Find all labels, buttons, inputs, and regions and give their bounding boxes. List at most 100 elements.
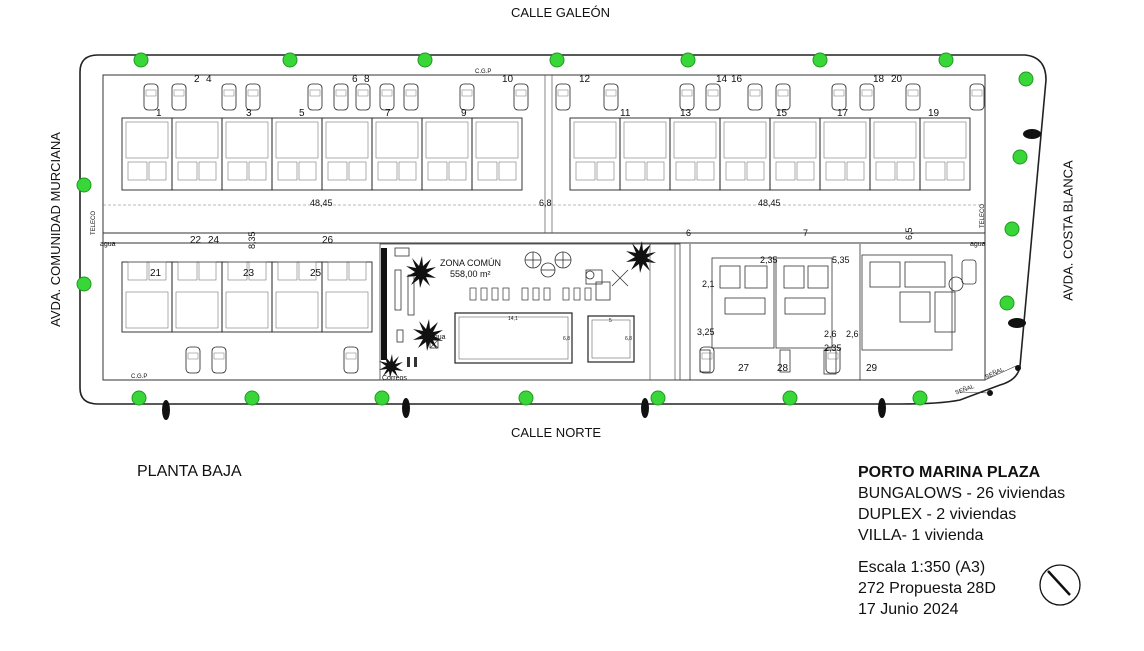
teleco-left: TELECO <box>91 211 97 235</box>
main-pool <box>454 312 573 364</box>
car-icon <box>459 83 475 111</box>
car-icon <box>221 83 237 111</box>
dim-street: 6,8 <box>539 198 552 208</box>
tree-icon <box>680 52 696 68</box>
tree-icon <box>812 52 828 68</box>
street-bottom-label: CALLE NORTE <box>511 425 602 440</box>
project-line-villa: VILLA- 1 vivienda <box>858 527 984 544</box>
unit-number: 4 <box>206 74 212 85</box>
project-proposal: 272 Propuesta 28D <box>858 580 996 597</box>
tree-layer <box>76 52 1034 406</box>
unit-number: 28 <box>777 363 789 374</box>
unit-number: 5 <box>299 108 305 119</box>
car-icon <box>859 83 875 111</box>
car-icon <box>307 83 323 111</box>
sunbed <box>502 287 510 301</box>
house-unit <box>919 117 971 191</box>
unit-number: 15 <box>776 108 788 119</box>
tree-icon <box>999 295 1015 311</box>
tree-icon <box>374 390 390 406</box>
unit-number: 25 <box>310 268 322 279</box>
unit-number: 12 <box>579 74 591 85</box>
street-top-label: CALLE GALEÓN <box>511 5 610 20</box>
tree-icon <box>1012 149 1028 165</box>
project-scale: Escala 1:350 (A3) <box>858 559 986 576</box>
north-arrow-icon <box>1039 564 1081 606</box>
tree-icon <box>282 52 298 68</box>
common-zone-area: 558,00 m² <box>450 269 491 279</box>
dim-duplex: 2,35 <box>760 255 778 265</box>
car-icon <box>513 83 529 111</box>
unit-number: 26 <box>322 235 334 246</box>
unit-number: 3 <box>246 108 252 119</box>
tree-icon <box>549 52 565 68</box>
unit-number: 7 <box>385 108 391 119</box>
dim-side: 8,35 <box>247 231 257 249</box>
dim-d2: 3,25 <box>697 327 715 337</box>
sunbed <box>543 287 551 301</box>
unit-number: 27 <box>738 363 750 374</box>
sunbed <box>573 287 581 301</box>
cgp-bottom: C.G.P <box>131 374 147 380</box>
plan-name: PLANTA BAJA <box>137 463 242 480</box>
pool-main-h: 6,8 <box>563 336 570 342</box>
tree-icon <box>133 52 149 68</box>
project-date: 17 Junio 2024 <box>858 601 959 618</box>
tree-icon <box>244 390 260 406</box>
car-icon <box>905 83 921 111</box>
pool-small-dim: 5 <box>609 318 612 324</box>
sunbed <box>532 287 540 301</box>
unit-number: 10 <box>502 74 514 85</box>
dim-d1: 2,1 <box>702 279 715 289</box>
car-icon <box>355 83 371 111</box>
tree-icon <box>912 390 928 406</box>
car-icon <box>171 83 187 111</box>
house-unit <box>471 117 523 191</box>
small-pool <box>587 315 635 363</box>
unit-number: 13 <box>680 108 692 119</box>
dim-d4: 2,6 <box>846 329 859 339</box>
plot-boundary <box>79 54 1047 405</box>
car-icon <box>775 83 791 111</box>
car-icon <box>343 346 359 374</box>
car-icon <box>245 83 261 111</box>
unit-number: 14 <box>716 74 728 85</box>
cgp-top: C.G.P <box>475 69 491 75</box>
car-icon <box>555 83 571 111</box>
unit-number: 16 <box>731 74 743 85</box>
project-title: PORTO MARINA PLAZA <box>858 464 1041 481</box>
dim-block-right: 48,45 <box>758 198 781 208</box>
car-icon <box>825 346 841 374</box>
car-icon <box>969 83 985 111</box>
sunbed <box>480 287 488 301</box>
tree-icon <box>1018 71 1034 87</box>
sunbed <box>521 287 529 301</box>
unit-number: 17 <box>837 108 849 119</box>
pool-small-h: 6,8 <box>625 336 632 342</box>
dim-mid: 6 <box>686 228 691 238</box>
tree-icon <box>938 52 954 68</box>
project-line-bungalows: BUNGALOWS - 26 viviendas <box>858 485 1066 502</box>
unit-number: 6 <box>352 74 358 85</box>
tree-icon <box>782 390 798 406</box>
duplex-villa-area <box>689 244 956 380</box>
palm-trees <box>379 241 656 378</box>
dim-d5: 2,35 <box>824 343 842 353</box>
tree-icon <box>417 52 433 68</box>
car-icon <box>747 83 763 111</box>
dim-villa: 5,35 <box>832 255 850 265</box>
teleco-right: TELECO <box>980 204 986 228</box>
car-icon <box>185 346 201 374</box>
agua-center: agua <box>430 334 446 341</box>
project-info: PORTO MARINA PLAZA BUNGALOWS - 26 vivien… <box>858 462 1065 620</box>
unit-number: 1 <box>156 108 162 119</box>
pool-main-dim: 14,1 <box>508 316 518 322</box>
unit-number: 8 <box>364 74 370 85</box>
correos-label: Correos <box>382 375 407 382</box>
car-icon <box>831 83 847 111</box>
car-icon <box>333 83 349 111</box>
tree-icon <box>131 390 147 406</box>
unit-number: 23 <box>243 268 255 279</box>
car-icon <box>211 346 227 374</box>
